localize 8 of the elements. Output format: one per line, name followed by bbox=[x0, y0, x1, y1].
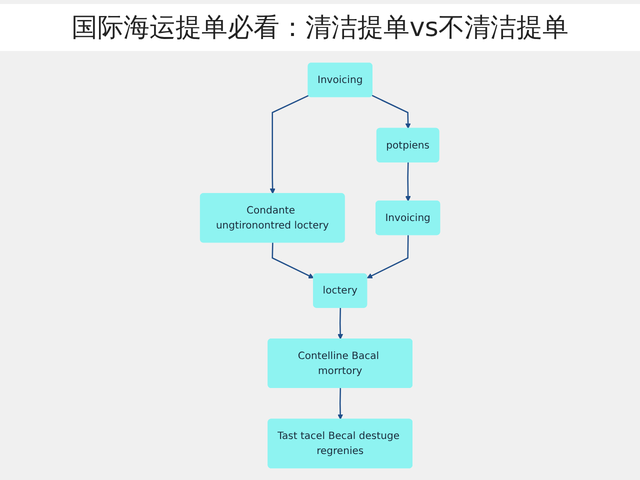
arrow bbox=[405, 162, 411, 201]
arrow bbox=[366, 234, 409, 278]
arrow bbox=[272, 242, 314, 278]
arrow bbox=[338, 307, 343, 339]
arrow bbox=[338, 388, 343, 420]
arrow bbox=[270, 94, 309, 194]
diagram-title: 国际海运提单必看：清洁提单vs不清洁提单 bbox=[0, 4, 640, 51]
arrow bbox=[372, 94, 411, 128]
